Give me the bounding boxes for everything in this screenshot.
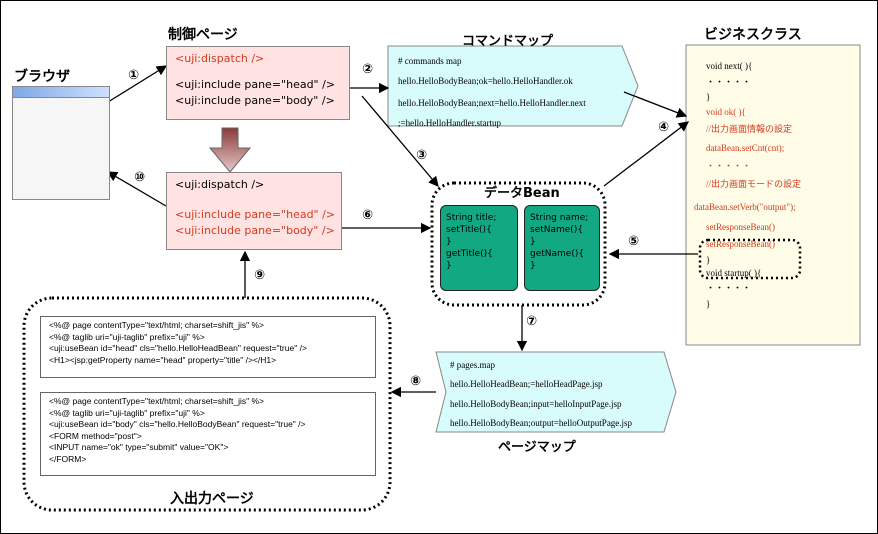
browser-titlebar <box>13 87 109 98</box>
browser-label: ブラウザ <box>14 69 70 85</box>
pm-line-3: hello.HelloBodyBean;input=helloInputPage… <box>450 399 622 409</box>
step-9: ⑨ <box>254 268 266 283</box>
jsp-head-3: <uji:useBean id="head" cls="hello.HelloH… <box>49 343 307 353</box>
bean-right-1: String name; <box>530 213 589 223</box>
dispatch-flow-arrow <box>208 127 252 173</box>
pm-line-1: # pages.map <box>450 360 495 370</box>
data-bean-label: データBean <box>484 186 560 201</box>
bean-left-card: String title; setTitle(){ } getTitle(){ … <box>440 205 518 291</box>
page-map-content: # pages.map hello.HelloHeadBean;=helloHe… <box>450 356 632 432</box>
biz-line-15: } <box>706 299 711 309</box>
cmd-line-2: hello.HelloBodyBean;ok=hello.HelloHandle… <box>398 76 573 86</box>
control-include-head: <uji:include pane="head" /> <box>175 78 336 91</box>
bean-right-3: } <box>530 237 536 247</box>
control2-include-head: <uji:include pane="head" /> <box>175 208 336 221</box>
biz-line-4: void ok( ){ <box>706 107 746 117</box>
command-map-content: # commands map hello.HelloBodyBean;ok=he… <box>398 52 586 132</box>
jsp-body-3: <uji:useBean id="body" cls="hello.HelloB… <box>49 419 306 429</box>
bean-right-2: setName(){ <box>530 225 584 235</box>
control-page-2-box: <uji:dispatch /> <uji:include pane="head… <box>166 172 342 250</box>
jsp-body-page: <%@ page contentType="text/html; charset… <box>40 392 376 476</box>
bean-left-1: String title; <box>446 213 497 223</box>
command-map-box <box>387 45 639 127</box>
biz-line-6: dataBean.setCnt(cnt); <box>706 143 785 153</box>
step-3: ③ <box>416 148 428 163</box>
biz-line-5: //出力画面情報の設定 <box>706 124 793 134</box>
step-7: ⑦ <box>526 314 538 329</box>
biz-line-2: ・・・・・ <box>706 77 752 87</box>
cmd-line-1: # commands map <box>398 56 462 66</box>
biz-line-11: setResponseBean() <box>706 239 775 249</box>
cmd-line-4: ;=hello.HelloHandler.startup <box>398 118 502 128</box>
bean-right-card: String name; setName(){ } getName(){ } <box>524 205 600 291</box>
jsp-body-4: <FORM method="post"> <box>49 430 142 441</box>
control2-include-body: <uji:include pane="body" /> <box>175 224 335 237</box>
bean-left-3: } <box>446 237 452 247</box>
biz-line-1: void next( ){ <box>706 61 753 71</box>
page-map-label: ページマップ <box>498 440 576 455</box>
browser-window-icon <box>12 86 110 200</box>
jsp-head-4: <H1><jsp:getProperty name="head" propert… <box>49 354 277 365</box>
step-8: ⑧ <box>410 374 422 389</box>
jsp-body-5: <INPUT name="ok" type="submit" value="OK… <box>49 442 229 452</box>
bean-left-2: setTitle(){ <box>446 225 492 235</box>
biz-line-14: ・・・・・ <box>706 283 752 293</box>
control-page-box: <uji:dispatch /> <uji:include pane="head… <box>166 46 350 120</box>
biz-line-13: void startup( ){ <box>706 268 762 278</box>
step-10: ⑩ <box>134 170 146 185</box>
jsp-body-2: <%@ taglib uri="uji-taglib" prefix="uji"… <box>49 407 205 418</box>
biz-line-3: } <box>706 92 711 102</box>
step-6: ⑥ <box>362 208 374 223</box>
control-dispatch-line: <uji:dispatch /> <box>175 52 265 65</box>
biz-line-8: //出力画面モードの設定 <box>706 179 802 189</box>
pm-line-4: hello.HelloBodyBean;output=helloOutputPa… <box>450 418 633 428</box>
step-5: ⑤ <box>628 234 640 249</box>
biz-line-12: } <box>706 255 711 265</box>
control-page-label: 制御ページ <box>168 27 238 43</box>
jsp-head-page: <%@ page contentType="text/html; charset… <box>40 316 376 378</box>
business-class-box <box>685 44 861 346</box>
bean-right-4: getName(){ <box>530 249 585 259</box>
page-map-box <box>435 351 677 433</box>
biz-line-10: setResponseBean() <box>706 222 775 232</box>
jsp-head-2: <%@ taglib uri="uji-taglib" prefix="uji"… <box>49 331 205 342</box>
cmd-line-3: hello.HelloBodyBean;next=hello.HelloHand… <box>398 98 586 108</box>
step-4: ④ <box>658 120 670 135</box>
biz-line-7: ・・・・・ <box>706 161 752 171</box>
bean-left-5: } <box>446 261 452 271</box>
bean-left-4: getTitle(){ <box>446 249 493 259</box>
bean-right-5: } <box>530 261 536 271</box>
business-class-label: ビジネスクラス <box>704 27 802 43</box>
control2-dispatch-line: <uji:dispatch /> <box>175 178 265 191</box>
io-page-label: 入出力ページ <box>170 491 254 507</box>
jsp-body-6: </FORM> <box>49 453 87 464</box>
biz-line-9: dataBean.setVerb("output"); <box>694 202 796 212</box>
control-include-body: <uji:include pane="body" /> <box>175 94 335 107</box>
jsp-head-1: <%@ page contentType="text/html; charset… <box>49 320 264 330</box>
jsp-body-1: <%@ page contentType="text/html; charset… <box>49 396 264 406</box>
command-map-label: コマンドマップ <box>462 34 554 49</box>
set-response-bean-highlight <box>698 238 802 280</box>
step-1: ① <box>128 68 140 83</box>
pm-line-2: hello.HelloHeadBean;=helloHeadPage.jsp <box>450 379 603 389</box>
step-2: ② <box>362 62 374 77</box>
business-class-content: void next( ){ ・・・・・ } void ok( ){ //出力画面… <box>694 58 802 312</box>
